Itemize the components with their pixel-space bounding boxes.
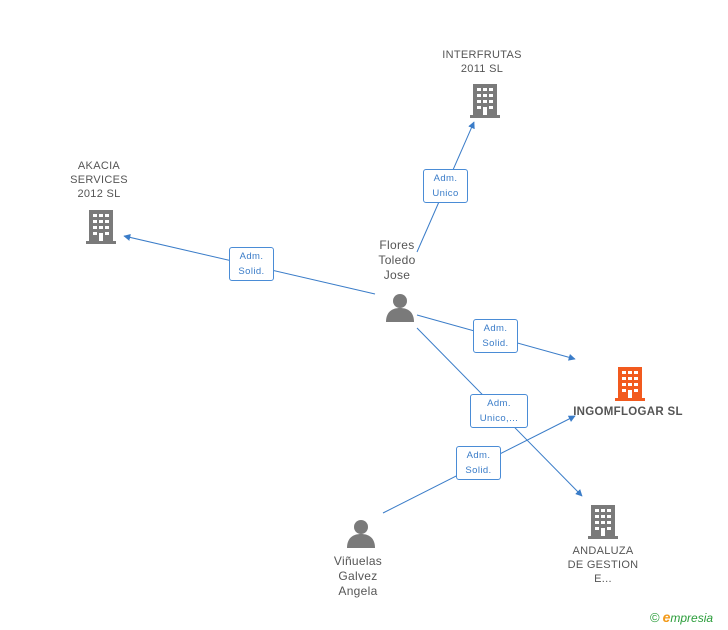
brand-first-letter: e [662,609,671,625]
building-icon[interactable] [588,505,618,539]
relation-label-line: Solid. [238,266,265,277]
node-label-line: Galvez [338,569,378,583]
person-icon[interactable] [385,292,415,322]
node-label-line: Angela [338,584,378,598]
person-icon[interactable] [346,518,376,548]
node-label-interfrutas[interactable]: INTERFRUTAS 2011 SL [432,48,532,76]
relation-label-adm-unico-andaluza[interactable]: Adm. Unico,... [470,394,528,428]
node-label-line: Viñuelas [333,554,383,568]
node-label-akacia[interactable]: AKACIA SERVICES 2012 SL [49,159,149,201]
node-label-line: DE GESTION [567,559,639,571]
relation-label-line: Adm. [433,173,458,184]
brand-name-rest: mpresia [670,611,714,625]
brand-logo[interactable]: © empresia [650,609,713,625]
node-label-line: INTERFRUTAS [442,49,522,61]
node-label-line: SERVICES [70,174,128,186]
relation-label-adm-solid-akacia[interactable]: Adm. Solid. [229,247,274,281]
node-label-vinuelas[interactable]: Viñuelas Galvez Angela [318,554,398,599]
node-label-line: 2012 SL [77,188,121,200]
node-label-ingomflogar[interactable]: INGOMFLOGAR SL [570,405,686,419]
relation-label-line: Adm. [483,323,508,334]
building-icon[interactable] [615,367,645,401]
building-icon[interactable] [86,210,116,244]
relation-label-adm-solid-ingomflogar[interactable]: Adm. Solid. [473,319,518,353]
relation-label-line: Adm. [239,251,264,262]
node-label-flores[interactable]: Flores Toledo Jose [357,238,437,283]
node-label-line: ANDALUZA [572,545,634,557]
node-label-line: AKACIA [77,160,121,172]
relation-label-line: Solid. [482,338,509,349]
brand-name: empresia [663,609,713,625]
relation-label-adm-solid-vinuelas[interactable]: Adm. Solid. [456,446,501,480]
node-label-line: Toledo [378,253,416,267]
node-label-line: Flores [379,238,415,252]
node-label-line: E... [594,573,612,585]
node-label-line: INGOMFLOGAR SL [573,406,683,418]
node-label-line: Jose [383,268,411,282]
node-label-andaluza[interactable]: ANDALUZA DE GESTION E... [553,544,653,586]
building-icon[interactable] [470,84,500,118]
relation-label-adm-unico[interactable]: Adm. Unico [423,169,468,203]
relation-label-line: Solid. [465,465,492,476]
copyright-symbol: © [650,609,660,625]
relation-label-line: Adm. [466,450,491,461]
node-label-line: 2011 SL [460,63,504,75]
relation-label-line: Adm. [487,398,511,409]
relation-label-line: Unico,... [479,413,519,424]
relation-label-line: Unico [432,188,459,199]
